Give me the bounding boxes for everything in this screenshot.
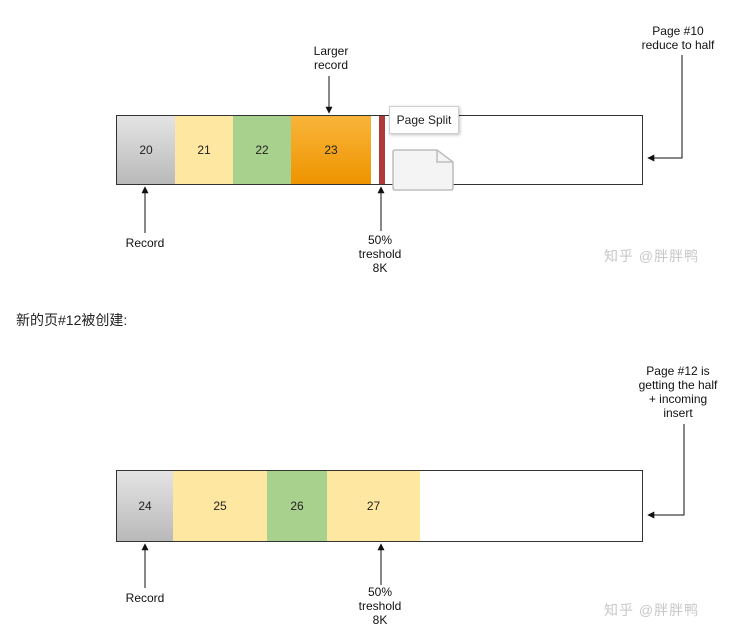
- page-12-label: Page #12 is getting the half + incoming …: [638, 364, 718, 420]
- record-cell-20: 20: [117, 116, 175, 184]
- document-icon: [391, 148, 457, 192]
- record-cell-24: 24: [117, 471, 173, 541]
- threshold-label-2: 50% treshold 8K: [358, 585, 402, 627]
- page-10-arrow: [647, 55, 683, 162]
- record-cell-21: 21: [175, 116, 233, 184]
- page-12-arrow: [647, 424, 685, 519]
- record-cell-25: 25: [173, 471, 267, 541]
- page-12-box: 24 25 26 27: [116, 470, 643, 542]
- record-cell-22: 22: [233, 116, 291, 184]
- record-cell-26: 26: [267, 471, 327, 541]
- watermark-2: 知乎 @胖胖鸭: [604, 602, 700, 618]
- record-label-2: Record: [125, 591, 165, 605]
- record-cell-27: 27: [327, 471, 420, 541]
- record-label: Record: [125, 236, 165, 250]
- threshold-marker: [379, 116, 385, 184]
- larger-record-label: Larger record: [313, 44, 349, 72]
- section-caption: 新的页#12被创建:: [16, 312, 128, 328]
- page-split-label: Page Split: [389, 106, 459, 134]
- page-10-box: 20 21 22 23: [116, 115, 643, 185]
- page-10-label: Page #10 reduce to half: [641, 24, 715, 52]
- watermark: 知乎 @胖胖鸭: [604, 248, 700, 264]
- threshold-label: 50% treshold 8K: [358, 233, 402, 275]
- record-cell-23: 23: [291, 116, 371, 184]
